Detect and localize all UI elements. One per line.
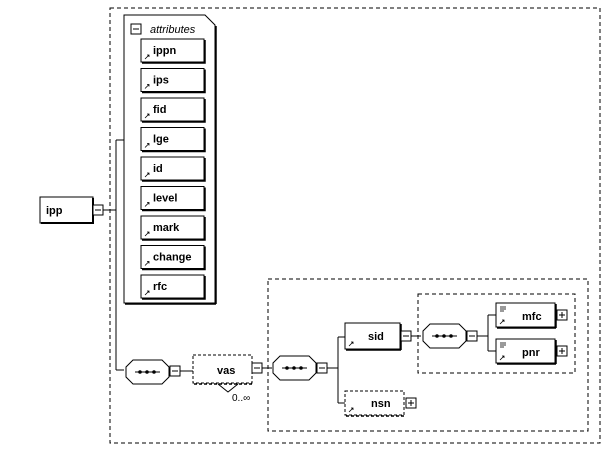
text-content-icon <box>500 306 506 312</box>
sid-type-frame <box>417 293 576 374</box>
element-label-sid: sid <box>368 331 384 343</box>
element-pnr[interactable]: pnr <box>495 338 557 365</box>
reference-arrow-icon <box>144 231 150 237</box>
element-label-pnr: pnr <box>522 347 540 359</box>
collapse-toggle-ipp[interactable] <box>92 204 104 216</box>
attribute-label: mark <box>153 222 180 234</box>
sequence-collapse-toggle[interactable] <box>316 362 328 374</box>
attribute-label: ippn <box>153 45 176 57</box>
attribute-ips[interactable]: ips <box>140 68 206 94</box>
sequence-collapse-toggle[interactable] <box>169 365 181 377</box>
attribute-rfc[interactable]: rfc <box>140 274 206 300</box>
attribute-mark[interactable]: mark <box>140 215 206 241</box>
sequence-compositor[interactable] <box>125 359 170 385</box>
element-label-nsn: nsn <box>371 398 391 410</box>
reference-arrow-icon <box>144 143 150 148</box>
attribute-label: rfc <box>153 281 167 293</box>
occurrence-label-vas: 0..∞ <box>232 393 250 404</box>
attribute-id[interactable]: id <box>140 156 206 182</box>
collapse-toggle-sid[interactable] <box>400 330 412 342</box>
element-nsn[interactable]: nsn <box>344 390 405 417</box>
reference-arrow-icon <box>144 202 150 207</box>
expand-toggle-nsn[interactable] <box>405 397 417 409</box>
element-vas[interactable]: vas <box>192 354 253 385</box>
element-label-ipp: ipp <box>46 205 63 217</box>
attributes-collapse-toggle[interactable] <box>130 23 142 35</box>
text-content-icon <box>500 342 506 348</box>
sequence-compositor[interactable] <box>422 323 467 349</box>
reference-arrow-icon <box>144 290 150 296</box>
element-sid[interactable]: sid <box>344 322 402 351</box>
sequence-compositor[interactable] <box>272 355 317 381</box>
attribute-level[interactable]: level <box>140 186 206 212</box>
attribute-label: lge <box>153 134 169 146</box>
element-mfc[interactable]: mfc <box>495 302 557 329</box>
reference-arrow-icon <box>144 113 150 119</box>
element-ipp[interactable]: ipp <box>39 196 94 224</box>
attribute-label: fid <box>153 104 166 116</box>
vas-type-frame <box>267 278 589 432</box>
attribute-label: level <box>153 193 177 205</box>
attribute-fid[interactable]: fid <box>140 97 206 123</box>
reference-arrow-icon <box>144 172 150 178</box>
attribute-lge[interactable]: lge <box>140 127 206 153</box>
expand-toggle-pnr[interactable] <box>556 345 568 357</box>
reference-arrow-icon <box>144 54 150 60</box>
sequence-collapse-toggle[interactable] <box>466 330 478 342</box>
occurrence-bracket <box>217 383 239 393</box>
collapse-toggle-vas[interactable] <box>251 362 263 374</box>
expand-toggle-mfc[interactable] <box>556 309 568 321</box>
attribute-label: id <box>153 163 163 175</box>
attributes-title: attributes <box>150 24 196 36</box>
attribute-label: ips <box>153 75 169 87</box>
element-label-mfc: mfc <box>522 311 542 323</box>
reference-arrow-icon <box>144 261 150 266</box>
attribute-ippn[interactable]: ippn <box>140 38 206 64</box>
attribute-change[interactable]: change <box>140 245 206 271</box>
attribute-label: change <box>153 252 192 264</box>
element-label-vas: vas <box>217 365 235 377</box>
type-frame <box>109 7 601 444</box>
reference-arrow-icon <box>144 84 150 89</box>
